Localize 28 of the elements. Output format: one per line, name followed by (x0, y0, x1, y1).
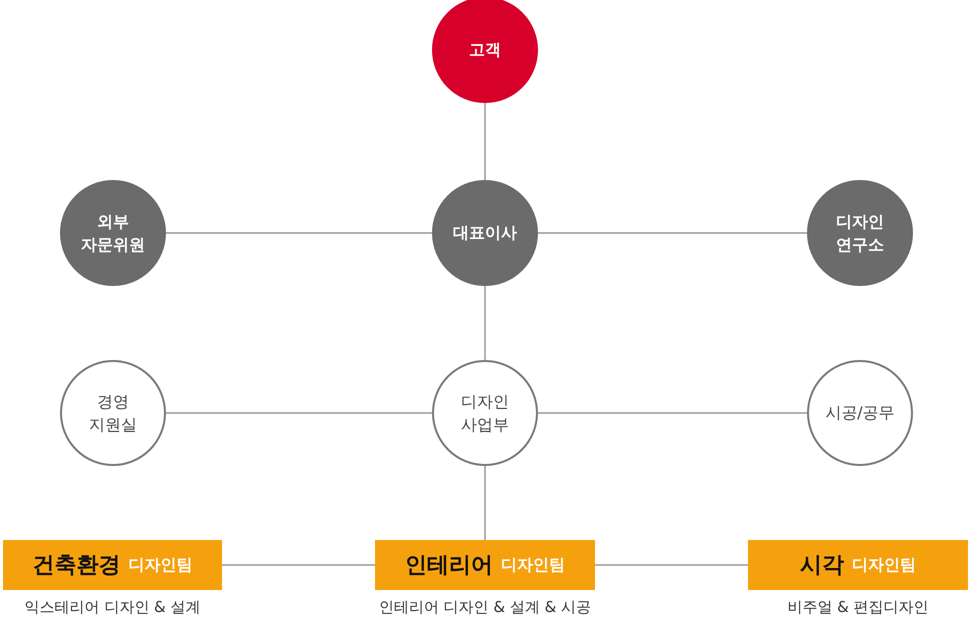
connector-line (484, 103, 486, 180)
connector-line (166, 412, 432, 414)
connector-line (484, 466, 486, 540)
team-name: 건축환경 (32, 552, 120, 580)
node-label: 디자인 연구소 (835, 210, 885, 256)
team-name: 인테리어 (405, 552, 493, 580)
team-description: 익스테리어 디자인 & 설계 (23, 598, 202, 617)
node-label: 고객 (468, 39, 502, 62)
team-box (748, 540, 968, 590)
team-description: 인테리어 디자인 & 설계 & 시공 (378, 598, 592, 617)
connector-line (595, 564, 748, 566)
connector-line (166, 232, 432, 234)
team-suffix: 디자인팀 (128, 554, 192, 576)
team-description: 비주얼 & 편집디자인 (786, 598, 930, 617)
team-name: 시각 (800, 552, 844, 580)
node-label: 디자인 사업부 (460, 390, 510, 436)
team-box (3, 540, 222, 590)
connector-line (538, 412, 807, 414)
node-label: 외부 자문위원 (80, 210, 146, 256)
team-suffix: 디자인팀 (501, 554, 565, 576)
connector-line (222, 564, 375, 566)
node-label: 경영 지원실 (88, 390, 138, 436)
team-box (375, 540, 595, 590)
node-label: 대표이사 (452, 222, 518, 244)
connector-line (538, 232, 807, 234)
node-label: 시공/공무 (824, 402, 896, 424)
team-suffix: 디자인팀 (852, 554, 916, 576)
connector-line (484, 286, 486, 360)
